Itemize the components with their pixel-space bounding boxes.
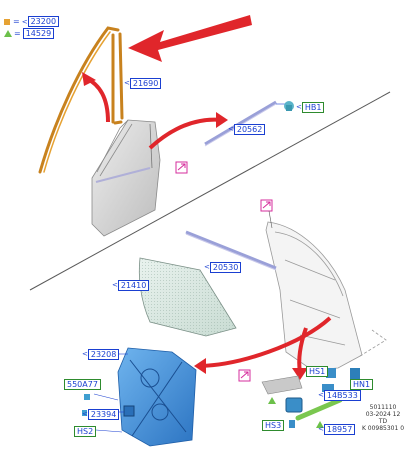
callout-23394[interactable]: <23394 [82,409,120,420]
green-triangle-markers [268,397,324,428]
callout-label: 23208 [87,349,120,360]
callout-hs1[interactable]: HS1 [306,366,329,377]
legend-ref-23200: 23200 [27,16,60,27]
callout-arrow-icon: < [318,391,324,399]
switch-hs1-part [326,368,336,378]
document-id-line4: K 00985301 0 [361,425,405,432]
window-motor-part [285,397,303,413]
callout-label: 14B533 [323,390,361,401]
callout-hn1[interactable]: HN1 [350,379,374,390]
callout-label: HS3 [262,420,285,431]
handle-hn1-part [350,368,360,380]
callout-arrow-icon: < [296,103,302,111]
callout-23208[interactable]: <23208 [82,349,120,360]
callout-arrow-icon: < [82,350,88,358]
callout-18957[interactable]: <18957 [318,424,356,435]
legend-row-triangle: = 14529 [4,28,55,39]
callout-14b533[interactable]: <14B533 [318,390,361,401]
equals-sign: = [14,29,21,38]
callout-label: 550A77 [64,379,101,390]
red-arrow-door-to-strip [148,117,223,150]
callout-hs3[interactable]: HS3 [262,420,285,431]
document-id-line2: 03-2024 12 [365,411,401,418]
green-triangle-icon [4,30,12,37]
switch-14b533-part [322,384,334,392]
callout-21690[interactable]: <21690 [124,78,162,89]
callout-arrow-icon: < [21,17,28,26]
callout-hs2[interactable]: HS2 [74,426,97,437]
callout-arrow-icon: < [82,410,88,418]
callout-arrow-icon: < [124,79,130,87]
equals-sign: = [13,17,20,26]
callout-arrow-icon: < [204,263,210,271]
red-arrow-large [128,15,252,62]
callout-label: 20530 [209,262,242,273]
callout-20530[interactable]: <20530 [204,262,242,273]
window-regulator-part [117,347,197,447]
red-arrow-frame-to-regulator [199,316,332,368]
screw-hs3-part [289,420,295,428]
callout-label: 18957 [323,424,356,435]
callout-label: HB1 [301,102,325,113]
clip-hb1-part [284,101,294,111]
clip-550a77-part [84,394,90,400]
callout-20562[interactable]: <20562 [228,124,266,135]
document-id-block: 5011110 03-2024 12 TD K 00985301 0 [360,404,406,432]
red-arrow-seal-to-door [85,76,110,123]
callout-label: 21410 [117,280,150,291]
callout-label: 23394 [87,409,120,420]
callout-label: 20562 [233,124,266,135]
cable-part [295,397,343,421]
callout-hb1[interactable]: <HB1 [296,102,325,113]
legend-row-seal: = < 23200 [4,16,60,27]
document-id-line3: TD [378,418,388,425]
callout-arrow-icon: < [318,425,324,433]
callout-label: HS1 [306,366,329,377]
callout-arrow-icon: < [112,281,118,289]
inner-belt-strip-part [185,230,277,271]
callout-arrow-icon: < [228,125,234,133]
handle-bracket-part [261,375,303,395]
callout-label: HN1 [350,379,374,390]
callout-label: HS2 [74,426,97,437]
orange-square-icon [4,18,10,25]
door-frame-upper [91,119,161,237]
document-id-line1: 5011110 [369,404,397,411]
callout-label: 21690 [129,78,162,89]
legend-ref-14529: 14529 [22,28,55,39]
separator-line [29,91,391,291]
door-frame-lower [265,221,387,371]
callout-550a77[interactable]: 550A77 [64,379,101,390]
callout-21410[interactable]: <21410 [112,280,150,291]
clip-23394-part [82,410,87,416]
weatherstrip-seal [38,26,124,174]
